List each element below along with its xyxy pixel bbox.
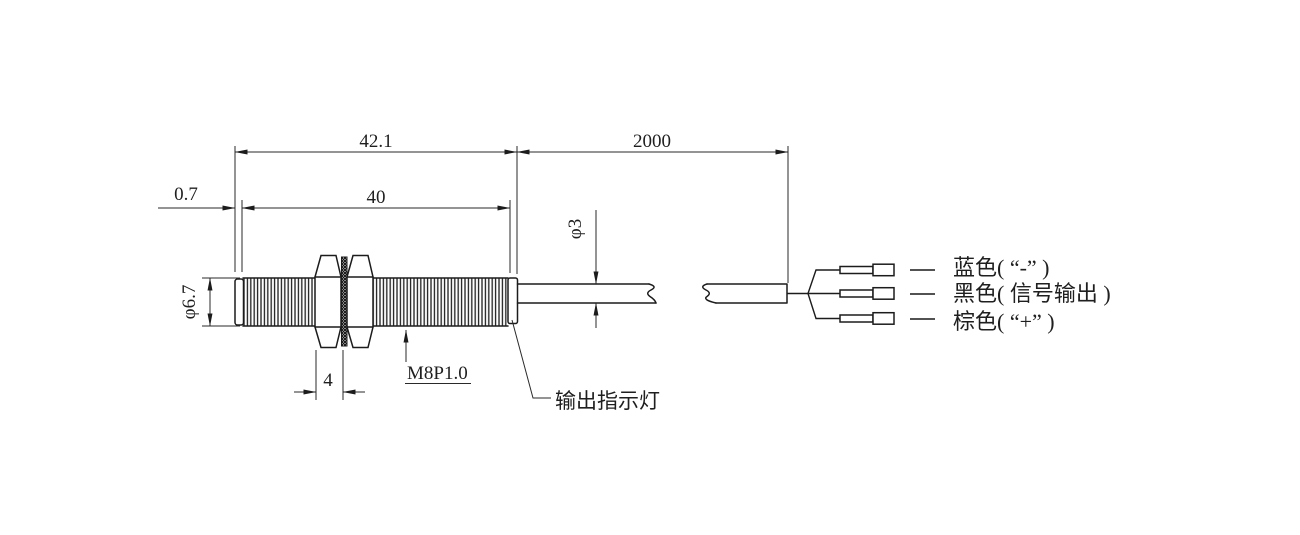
dim-cable-length-text: 2000 [633, 131, 671, 152]
wire-terminal-blue [839, 263, 895, 277]
dimension-cable-length: 2000 [516, 131, 789, 283]
cable-break-right [647, 283, 657, 304]
hex-nut-left [314, 254, 342, 349]
dimension-cable-diameter: φ3 [565, 210, 599, 328]
thread-spec-callout: M8P1.0 [403, 329, 471, 384]
wire-terminal-black [839, 286, 895, 300]
lock-washer [341, 256, 348, 347]
thread-section-front [243, 278, 315, 326]
hex-nut-right [346, 254, 374, 349]
end-cap [507, 277, 519, 325]
wire-fanout: 蓝色( “-” ) 黑色( 信号输出 ) 棕色( “+” ) [787, 255, 1111, 334]
sensor-body [234, 254, 519, 349]
dimension-body-diameter: φ6.7 [179, 277, 240, 327]
dim-head-protrusion-text: 0.7 [174, 184, 198, 205]
indicator-light-callout: 输出指示灯 [511, 319, 660, 413]
cable-segment-2 [706, 283, 788, 304]
dim-overall-length-text: 42.1 [359, 131, 392, 152]
dimension-nut-width: 4 [294, 350, 365, 400]
thread-outline [242, 277, 509, 327]
dimension-head-protrusion: 0.7 [158, 184, 236, 211]
dimension-thread-length: 40 [241, 187, 511, 273]
indicator-leader-line [511, 319, 551, 399]
dimension-overall-length: 42.1 [234, 131, 518, 274]
wire-blue [807, 269, 840, 294]
indicator-light-text: 输出指示灯 [555, 389, 660, 413]
thread-section-rear [373, 278, 508, 326]
wire-label-brown: 棕色( “+” ) [953, 309, 1055, 334]
thread-spec-text: M8P1.0 [407, 363, 468, 384]
wire-label-black: 黑色( 信号输出 ) [953, 281, 1111, 306]
cable-segment-1 [516, 283, 657, 304]
dim-thread-length-text: 40 [367, 187, 386, 208]
cable [516, 283, 788, 304]
dim-body-diameter-text: φ6.7 [179, 285, 200, 320]
dim-nut-width-text: 4 [323, 370, 333, 391]
wire-label-blue: 蓝色( “-” ) [953, 255, 1050, 280]
front-cap [234, 278, 245, 326]
wire-brown [807, 293, 840, 320]
wire-terminal-brown [839, 311, 895, 325]
dim-cable-diameter-text: φ3 [565, 219, 586, 239]
cable-break-left [702, 283, 717, 304]
